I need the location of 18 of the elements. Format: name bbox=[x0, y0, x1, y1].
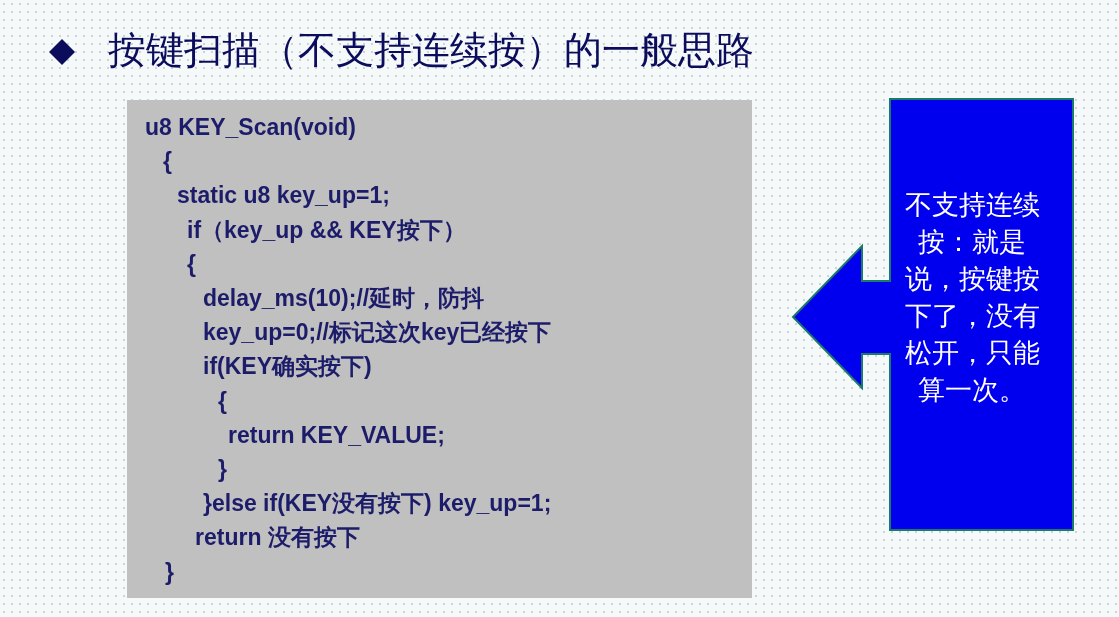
code-line: } bbox=[218, 455, 227, 483]
code-line: }else if(KEY没有按下) key_up=1; bbox=[203, 489, 552, 518]
code-line: { bbox=[218, 386, 227, 415]
code-line: u8 KEY_Scan(void) bbox=[145, 113, 356, 141]
slide-title: 按键扫描（不支持连续按）的一般思路 bbox=[108, 27, 754, 74]
code-line: if(KEY确实按下) bbox=[203, 352, 372, 381]
code-line: { bbox=[163, 147, 172, 176]
code-line: key_up=0;//标记这次key已经按下 bbox=[203, 318, 552, 347]
code-line: return 没有按下 bbox=[195, 523, 360, 552]
code-box bbox=[127, 100, 752, 598]
code-line: } bbox=[165, 557, 174, 586]
code-line: if（key_up && KEY按下） bbox=[187, 215, 466, 244]
code-line: { bbox=[187, 249, 196, 278]
callout-arrow bbox=[790, 98, 1075, 532]
code-line: static u8 key_up=1; bbox=[177, 181, 390, 210]
code-line: return KEY_VALUE; bbox=[228, 420, 445, 449]
code-line: delay_ms(10);//延时，防抖 bbox=[203, 284, 485, 312]
callout-text: 不支持连续按：就是说，按键按下了，没有松开，只能算一次。 bbox=[903, 188, 1041, 407]
